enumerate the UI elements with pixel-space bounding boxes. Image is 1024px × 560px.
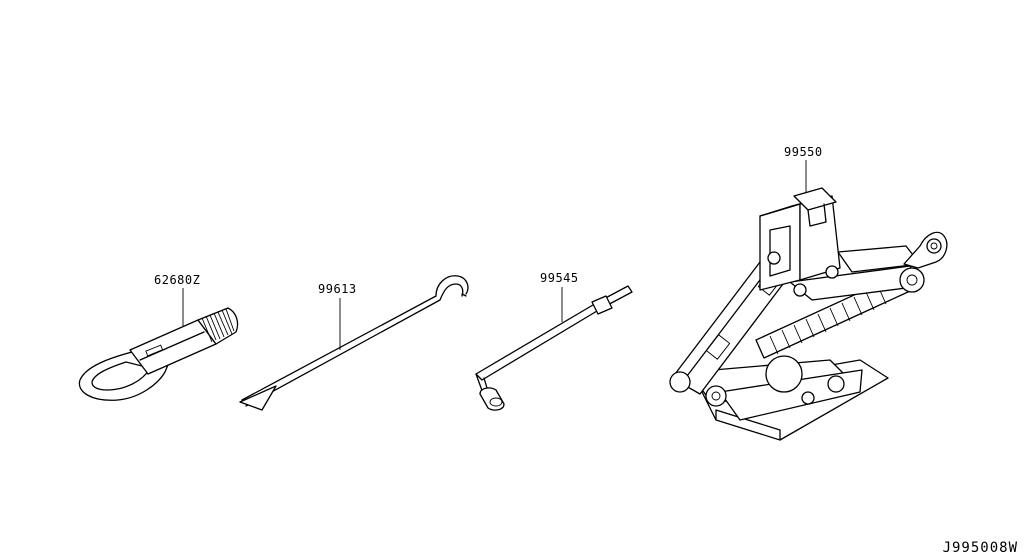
- scissor-jack-saddle: [793, 187, 837, 211]
- jack-handle-rod-tip: [239, 385, 277, 411]
- jack-handle-rod-drawing[interactable]: [239, 275, 469, 411]
- lug-wrench-part-number[interactable]: 99545: [540, 271, 579, 285]
- tow-hook-drawing[interactable]: [78, 288, 239, 401]
- tow-hook-shank: [129, 319, 217, 375]
- jack-handle-rod-part-number[interactable]: 99613: [318, 282, 357, 296]
- jack-handle-rod-body: [241, 275, 469, 401]
- tow-hook-part-number[interactable]: 62680Z: [154, 273, 201, 287]
- scissor-jack-drawing[interactable]: [669, 160, 948, 441]
- diagram-reference-code: J995008W: [942, 540, 1018, 556]
- lug-wrench-drawing[interactable]: [475, 285, 633, 411]
- scissor-jack-part-number[interactable]: 99550: [784, 145, 823, 159]
